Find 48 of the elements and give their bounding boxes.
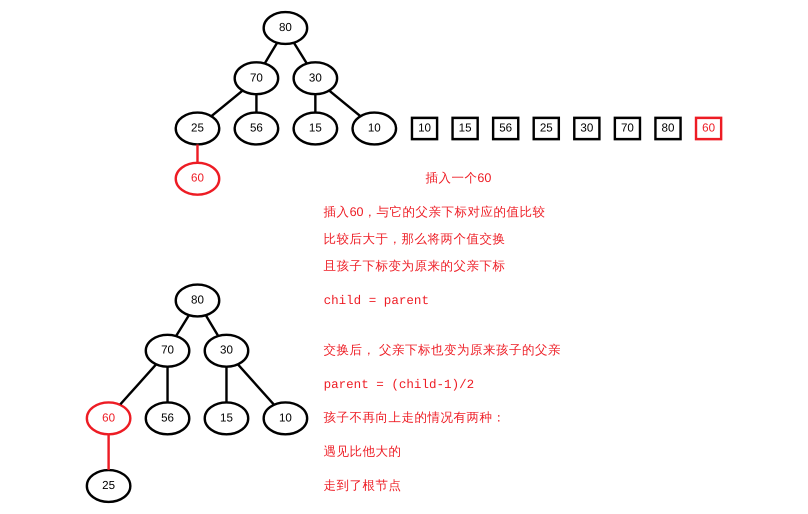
node-box: 15 bbox=[451, 116, 479, 140]
node-ellipse: 30 bbox=[204, 334, 250, 368]
node-ellipse: 80 bbox=[174, 283, 220, 318]
node-ellipse: 15 bbox=[292, 111, 338, 146]
node-ellipse: 60 bbox=[174, 162, 220, 196]
node-ellipse: 56 bbox=[144, 401, 190, 436]
connector bbox=[204, 314, 220, 336]
connector bbox=[175, 314, 190, 336]
node-ellipse: 70 bbox=[144, 334, 190, 368]
connector bbox=[236, 364, 275, 406]
node-ellipse: 10 bbox=[351, 111, 398, 146]
label: 比较后大于，那么将两个值交换 bbox=[324, 232, 506, 246]
node-box: 30 bbox=[573, 116, 601, 140]
connector bbox=[166, 366, 169, 402]
node-ellipse: 25 bbox=[86, 468, 132, 504]
connector bbox=[328, 90, 362, 118]
connector bbox=[210, 90, 244, 118]
node-ellipse: 30 bbox=[292, 61, 338, 96]
label: 交换后， 父亲下标也变为原来孩子的父亲 bbox=[324, 343, 562, 357]
label: 且孩子下标变为原来的父亲下标 bbox=[324, 258, 506, 273]
node-box: 80 bbox=[654, 116, 682, 140]
label: 孩子不再向上走的情况有两种： bbox=[324, 410, 506, 425]
label: 插入60，与它的父亲下标对应的值比较 bbox=[324, 204, 546, 219]
node-box: 60 bbox=[694, 116, 722, 140]
connector bbox=[196, 144, 199, 163]
node-box: 25 bbox=[532, 116, 560, 140]
node-ellipse: 56 bbox=[233, 111, 280, 146]
node-box: 70 bbox=[614, 116, 642, 140]
connector bbox=[264, 42, 278, 64]
node-box: 10 bbox=[410, 116, 438, 140]
connector bbox=[107, 434, 110, 470]
label: parent = (child-1)/2 bbox=[324, 378, 474, 392]
connector bbox=[292, 42, 308, 64]
connector bbox=[314, 94, 317, 112]
label: child = parent bbox=[324, 294, 429, 308]
node-ellipse: 60 bbox=[86, 401, 132, 436]
connector bbox=[119, 364, 158, 406]
label: 走到了根节点 bbox=[324, 478, 402, 492]
label: 插入一个60 bbox=[425, 171, 492, 186]
node-ellipse: 80 bbox=[262, 10, 308, 46]
connector bbox=[255, 94, 258, 112]
node-ellipse: 10 bbox=[262, 401, 308, 436]
node-ellipse: 15 bbox=[204, 401, 250, 436]
node-box: 56 bbox=[492, 116, 520, 140]
label: 遇见比他大的 bbox=[324, 444, 402, 458]
node-ellipse: 25 bbox=[174, 111, 220, 146]
connector bbox=[225, 366, 228, 402]
node-ellipse: 70 bbox=[233, 61, 280, 96]
